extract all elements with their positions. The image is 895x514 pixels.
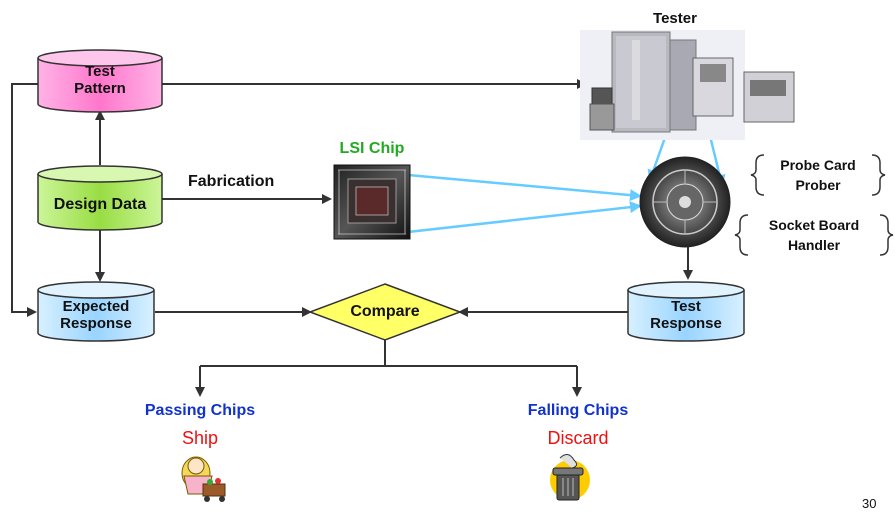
ship-label: Ship bbox=[181, 428, 219, 448]
connectors bbox=[11, 79, 693, 397]
handler-label: Handler bbox=[787, 237, 841, 253]
fabrication-label: Fabrication bbox=[188, 173, 275, 190]
shopper-icon bbox=[181, 456, 226, 502]
falling-chips-label: Falling Chips bbox=[527, 402, 629, 419]
design-data-label: Design Data bbox=[53, 196, 147, 213]
passing-chips-label: Passing Chips bbox=[144, 402, 256, 419]
test-pattern-cylinder bbox=[37, 49, 163, 113]
expected-response-cylinder bbox=[37, 281, 155, 342]
socket-board-label: Socket Board bbox=[768, 217, 860, 233]
trash-can-icon bbox=[550, 454, 590, 501]
tester-machine-icon bbox=[580, 30, 795, 140]
lsi-chip-label: LSI Chip bbox=[339, 140, 405, 157]
design-data-cylinder bbox=[37, 165, 163, 231]
prober-label: Prober bbox=[795, 177, 841, 193]
compare-label: Compare bbox=[350, 303, 420, 320]
tester-label: Tester bbox=[653, 10, 697, 27]
lsi-chip-icon bbox=[333, 164, 411, 240]
test-response-label: Test Response bbox=[650, 298, 722, 332]
test-pattern-label: Test Pattern bbox=[74, 63, 126, 97]
probe-card-icon bbox=[639, 156, 731, 248]
discard-label: Discard bbox=[547, 428, 609, 448]
expected-response-label: Expected Response bbox=[60, 298, 132, 332]
compare-diamond bbox=[307, 283, 463, 341]
page-number: 30 bbox=[862, 496, 877, 511]
group-brackets bbox=[734, 154, 894, 256]
probe-card-label: Probe Card bbox=[780, 157, 856, 173]
test-response-cylinder bbox=[627, 281, 745, 342]
